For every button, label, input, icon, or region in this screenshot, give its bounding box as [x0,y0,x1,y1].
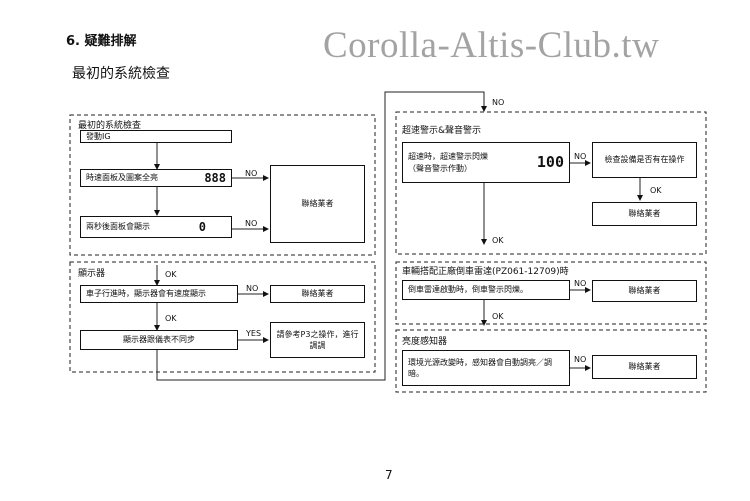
ok-label: OK [650,186,662,195]
ok-label: OK [165,270,177,279]
contact-dealer-box-1: 聯絡業者 [270,165,365,243]
no-label: NO [574,279,587,288]
step6-box: 倒車雷達啟動時，倒車警示閃爍。 [402,280,570,300]
section-heading: 6. 疑難排解 [66,34,137,49]
step4-result-text: 請參考P3之操作，進行調調 [276,329,359,350]
ignition-box: 發動IG [80,130,232,143]
contact-dealer-label: 聯絡業者 [628,362,661,372]
no-label: NO [245,219,258,228]
check-device-box: 檢查設備是否有在操作 [592,142,697,178]
no-label: NO [492,98,505,107]
step6-text: 倒車雷達啟動時，倒車警示閃爍。 [408,285,528,295]
section4-title: 車輛搭配正廠倒車雷達(PZ061-12709)時 [402,267,569,277]
ignition-label: 發動IG [86,131,111,141]
step3-box: 車子行進時，顯示器會有速度顯示 [80,285,238,303]
no-label: NO [245,169,258,178]
step1-text: 時速面板及圖案全亮 [86,173,158,183]
step5-text: 超速時，超速警示閃爍（聲音警示作動） [408,152,488,173]
step1-box: 時速面板及圖案全亮 888 [80,169,232,187]
ok-label: OK [165,314,177,323]
lcd-display-100: 100 [536,153,564,171]
lcd-display-zero: 0 [198,219,206,234]
watermark: Corolla-Altis-Club.tw [323,25,660,66]
ok-label: OK [492,236,504,245]
contact-dealer-label: 聯絡業者 [301,289,334,299]
lcd-display-888: 888 [204,170,226,185]
page-number: 7 [385,468,393,482]
check-device-text: 檢查設備是否有在操作 [604,155,685,165]
no-label: NO [246,284,259,293]
ok-label: OK [492,312,504,321]
no-label: NO [574,355,587,364]
step2-text: 兩秒後面板會顯示 [86,222,150,232]
no-label: NO [574,152,587,161]
step4-box: 顯示器跟儀表不同步 [80,330,238,350]
section5-title: 亮度感知器 [402,337,448,347]
section1-title: 最初的系統檢查 [78,121,142,131]
contact-dealer-label: 聯絡業者 [628,286,661,296]
step7-text: 環境光源改變時，感知器會自動調亮／調暗。 [408,357,552,378]
section3-title: 超速警示&聲音警示 [402,126,482,136]
contact-dealer-box-2: 聯絡業者 [270,285,365,303]
contact-dealer-label: 聯絡業者 [301,199,334,209]
page-subtitle: 最初的系統檢查 [72,66,170,82]
section2-title: 顯示器 [78,269,106,279]
step7-box: 環境光源改變時，感知器會自動調亮／調暗。 [402,350,570,386]
contact-dealer-box-4: 聯絡業者 [592,280,697,302]
step4-text: 顯示器跟儀表不同步 [123,335,195,345]
yes-label: YES [246,329,262,338]
step5-box: 超速時，超速警示閃爍（聲音警示作動） 100 [402,142,570,183]
contact-dealer-label: 聯絡業者 [628,209,661,219]
contact-dealer-box-3: 聯絡業者 [592,202,697,226]
contact-dealer-box-5: 聯絡業者 [592,355,697,379]
step4-result-box: 請參考P3之操作，進行調調 [270,322,365,358]
step2-box: 兩秒後面板會顯示 0 [80,216,232,238]
step3-text: 車子行進時，顯示器會有速度顯示 [86,289,206,299]
